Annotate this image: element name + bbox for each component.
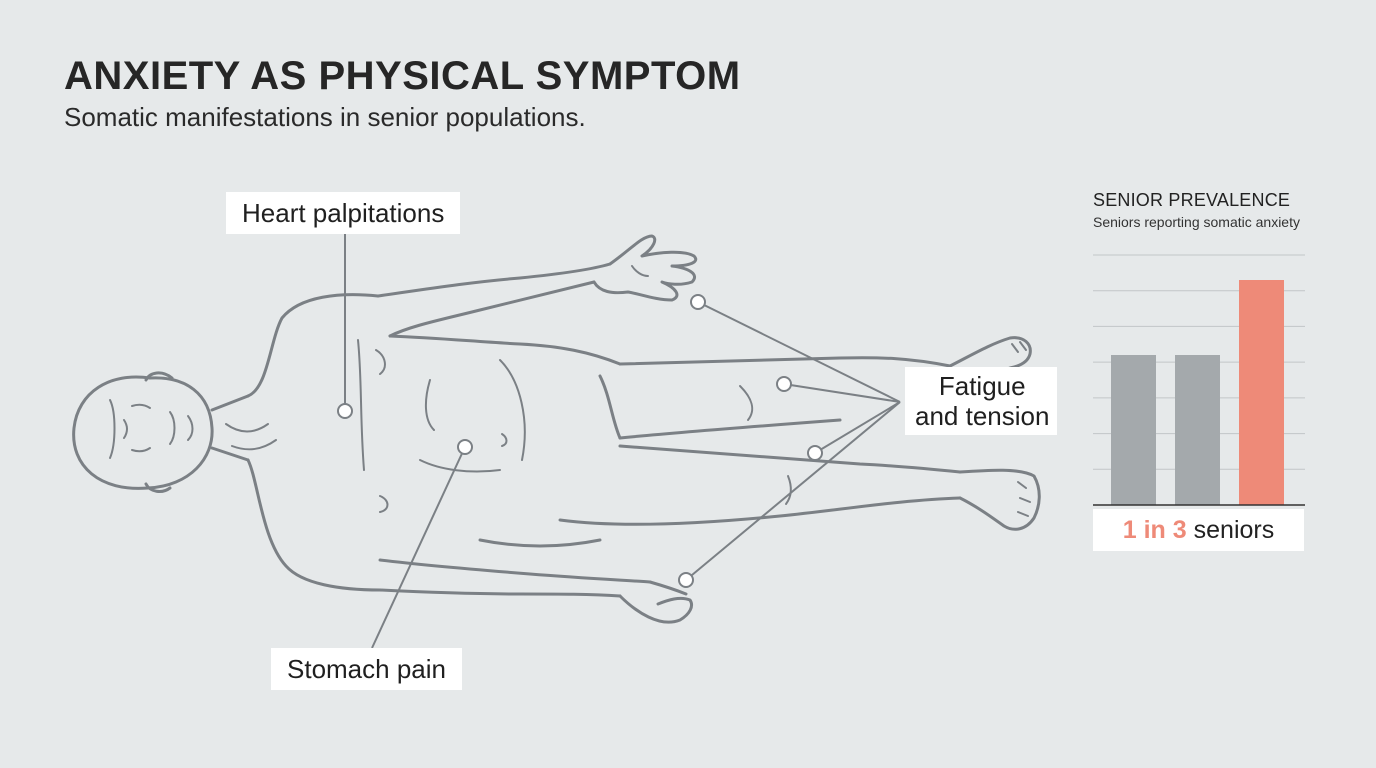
chart-subtitle: Seniors reporting somatic anxiety: [1093, 214, 1300, 230]
fatigue-leader-line-1: [697, 301, 901, 403]
fatigue-marker-leg-lower: [807, 445, 823, 461]
heart-marker: [337, 403, 353, 419]
fatigue-tension-label: Fatigue and tension: [905, 367, 1058, 435]
stomach-leader-line: [371, 446, 466, 649]
heart-palpitations-label: Heart palpitations: [226, 192, 461, 234]
prevalence-stat-box: 1 in 3 seniors: [1093, 509, 1304, 551]
fatigue-label-line1: Fatigue: [938, 371, 1026, 401]
chart-bar-2: [1175, 355, 1220, 505]
fatigue-leader-line-3: [814, 401, 901, 454]
page-title: ANXIETY AS PHYSICAL SYMPTOM: [64, 54, 741, 98]
fatigue-leader-line-2: [783, 383, 901, 403]
fatigue-label-line2: and tension: [915, 401, 1050, 431]
fatigue-leader-line-4: [685, 401, 901, 581]
prevalence-bar-chart: [1093, 254, 1305, 506]
fatigue-marker-leg-upper: [776, 376, 792, 392]
prevalence-suffix: seniors: [1193, 516, 1275, 544]
stomach-pain-label: Stomach pain: [271, 648, 462, 690]
chart-bar-3: [1239, 280, 1284, 505]
chart-title: SENIOR PREVALENCE: [1093, 190, 1291, 210]
fatigue-marker-arm-upper: [690, 294, 706, 310]
page-subtitle: Somatic manifestations in senior populat…: [64, 102, 586, 132]
chart-bar-1: [1111, 355, 1156, 505]
prevalence-highlight: 1 in 3: [1122, 516, 1187, 544]
stomach-marker: [457, 439, 473, 455]
fatigue-marker-arm-lower: [678, 572, 694, 588]
